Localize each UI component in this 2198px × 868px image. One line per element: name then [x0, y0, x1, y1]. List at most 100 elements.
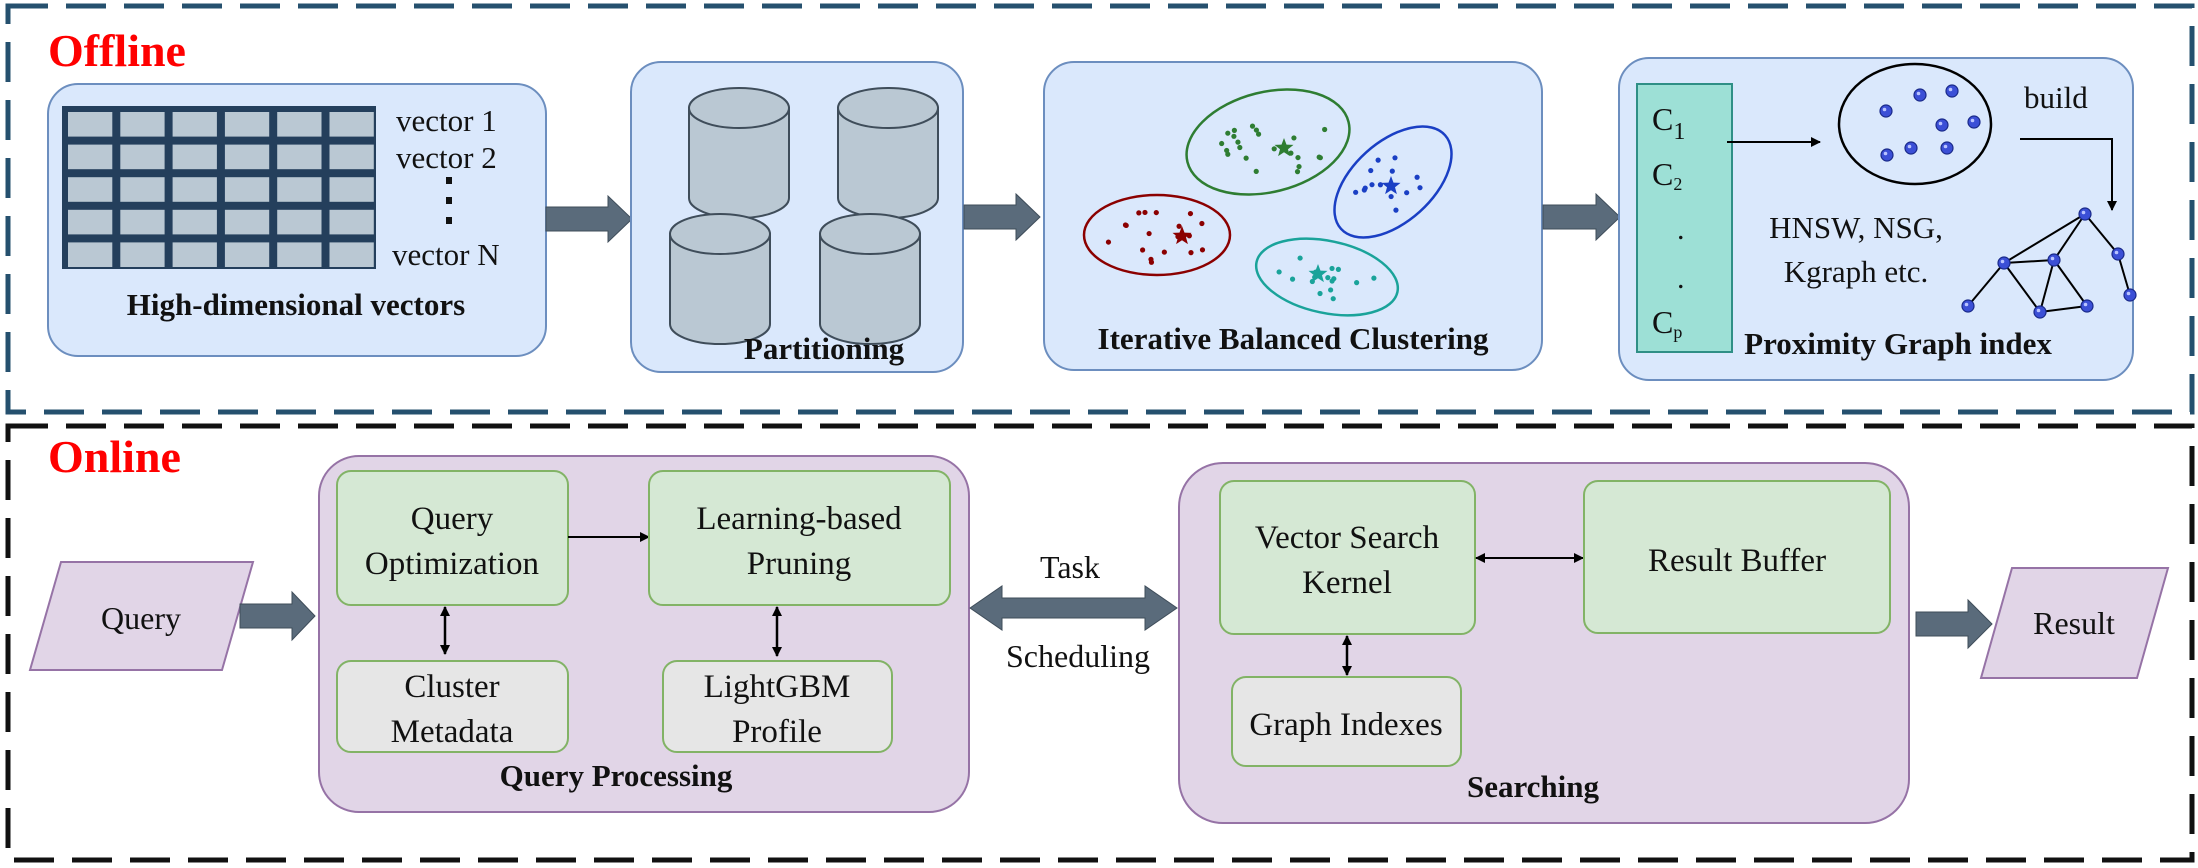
centroid-star-icon [1274, 138, 1294, 157]
query-input-shape [28, 561, 255, 671]
matrix-cell [277, 242, 322, 267]
cluster-point [1329, 265, 1335, 272]
build-label: build [2024, 80, 2088, 115]
matrix-cell [120, 144, 165, 170]
graph-algorithms-line2: Kgraph etc. [1784, 254, 1929, 289]
centroid-star-icon [1308, 264, 1328, 283]
vectors-label: High-dimensional vectors [127, 287, 465, 322]
centroid-cp: Cp [1652, 304, 1682, 342]
graph-edge [2053, 213, 2086, 261]
lightgbm-line2: Profile [732, 714, 822, 750]
cluster-point [1187, 210, 1194, 217]
cluster-point [1414, 174, 1420, 180]
cluster-point [1335, 266, 1341, 272]
centroid-c2: C2 [1652, 156, 1682, 194]
matrix-cell [172, 144, 217, 170]
query-optimization-box [336, 470, 569, 606]
result-label: Result [2033, 605, 2115, 641]
cluster-point [1231, 133, 1237, 139]
cluster-point [1225, 130, 1231, 136]
matrix-cell [172, 177, 217, 202]
cluster-point [1253, 127, 1259, 133]
proximity-graph-icon [1961, 207, 2137, 319]
cluster-point [1353, 189, 1359, 195]
online-title: Online [48, 431, 181, 482]
matrix-cell [329, 177, 374, 202]
result-buffer-box [1583, 480, 1891, 634]
cluster-point [1142, 209, 1148, 216]
matrix-cell [329, 144, 374, 170]
cluster-point [1148, 259, 1155, 265]
result-output-shape [1979, 567, 2170, 679]
kernel-line1: Vector Search [1255, 520, 1440, 556]
online-section-border [5, 423, 2195, 863]
cluster-point [1176, 223, 1182, 229]
graph-node [2111, 247, 2125, 261]
scheduling-label: Scheduling [1006, 638, 1150, 674]
cluster-point [1389, 168, 1395, 174]
arrow-build [2020, 138, 2117, 211]
matrix-cell [277, 144, 322, 170]
matrix-cell [120, 209, 165, 235]
cluster-point [1330, 296, 1336, 302]
searching-label: Searching [1467, 769, 1600, 804]
query-optimization-line2: Optimization [365, 546, 539, 582]
cluster-point [1153, 209, 1159, 216]
graph-edge [2117, 253, 2131, 296]
graph-edge [2003, 259, 2055, 264]
cluster-point [1288, 150, 1294, 156]
cluster-point [1199, 220, 1205, 227]
cluster-point [1237, 144, 1243, 151]
proximity-graph-label: Proximity Graph index [1744, 326, 2052, 361]
graph-node [2047, 253, 2061, 267]
matrix-cell [120, 112, 165, 137]
cluster-point [1294, 169, 1301, 175]
offline-title: Offline [48, 25, 186, 76]
graph-node [1967, 115, 1981, 129]
matrix-cell [224, 209, 270, 235]
task-scheduling-double-arrow [969, 585, 1178, 631]
graph-node [1997, 256, 2011, 270]
graph-node [1961, 299, 1975, 313]
graph-edge [2084, 213, 2119, 255]
cluster-point [1354, 280, 1360, 286]
graph-node [2080, 299, 2094, 313]
cluster-point [1375, 157, 1381, 163]
lightgbm-line1: LightGBM [704, 669, 851, 705]
vector-2-label: vector 2 [396, 140, 497, 175]
matrix-cell [120, 242, 165, 267]
cluster-point [1377, 182, 1384, 188]
vector-1-label: vector 1 [396, 103, 497, 138]
ellipsis-dots [446, 177, 452, 224]
vector-n-label: vector N [392, 237, 500, 272]
cluster-point [1276, 269, 1282, 275]
graph-algorithms-line1: HNSW, NSG, [1769, 210, 1943, 245]
matrix-cell [68, 144, 113, 170]
cluster-point [1199, 247, 1206, 253]
matrix-cell [329, 112, 374, 137]
vector-matrix-icon [62, 106, 376, 269]
cluster-point [1105, 239, 1112, 245]
centroid-c1: C1 [1652, 101, 1685, 145]
partitioning-label: Partitioning [744, 331, 905, 366]
matrix-cell [224, 144, 270, 170]
matrix-cell [224, 242, 270, 267]
database-cylinder-icon [819, 213, 921, 345]
cluster-point [1388, 193, 1394, 200]
graph-edge [2039, 259, 2055, 313]
matrix-cell [277, 209, 322, 235]
database-cylinder-icon [837, 87, 939, 219]
cluster-point [1331, 276, 1337, 282]
centroid-dot-2: . [1677, 262, 1685, 295]
cluster-point [1146, 230, 1152, 237]
matrix-cell [329, 209, 374, 235]
cluster-point [1219, 140, 1225, 147]
arrow-clustering-to-proximity [1542, 192, 1621, 242]
cluster-point [1188, 250, 1194, 256]
cluster-point [1139, 247, 1146, 253]
cluster-point [1417, 185, 1423, 191]
cluster-blue [1333, 125, 1453, 239]
cluster-point [1291, 135, 1297, 141]
cluster-point [1122, 222, 1129, 228]
graph-node [2123, 288, 2137, 302]
